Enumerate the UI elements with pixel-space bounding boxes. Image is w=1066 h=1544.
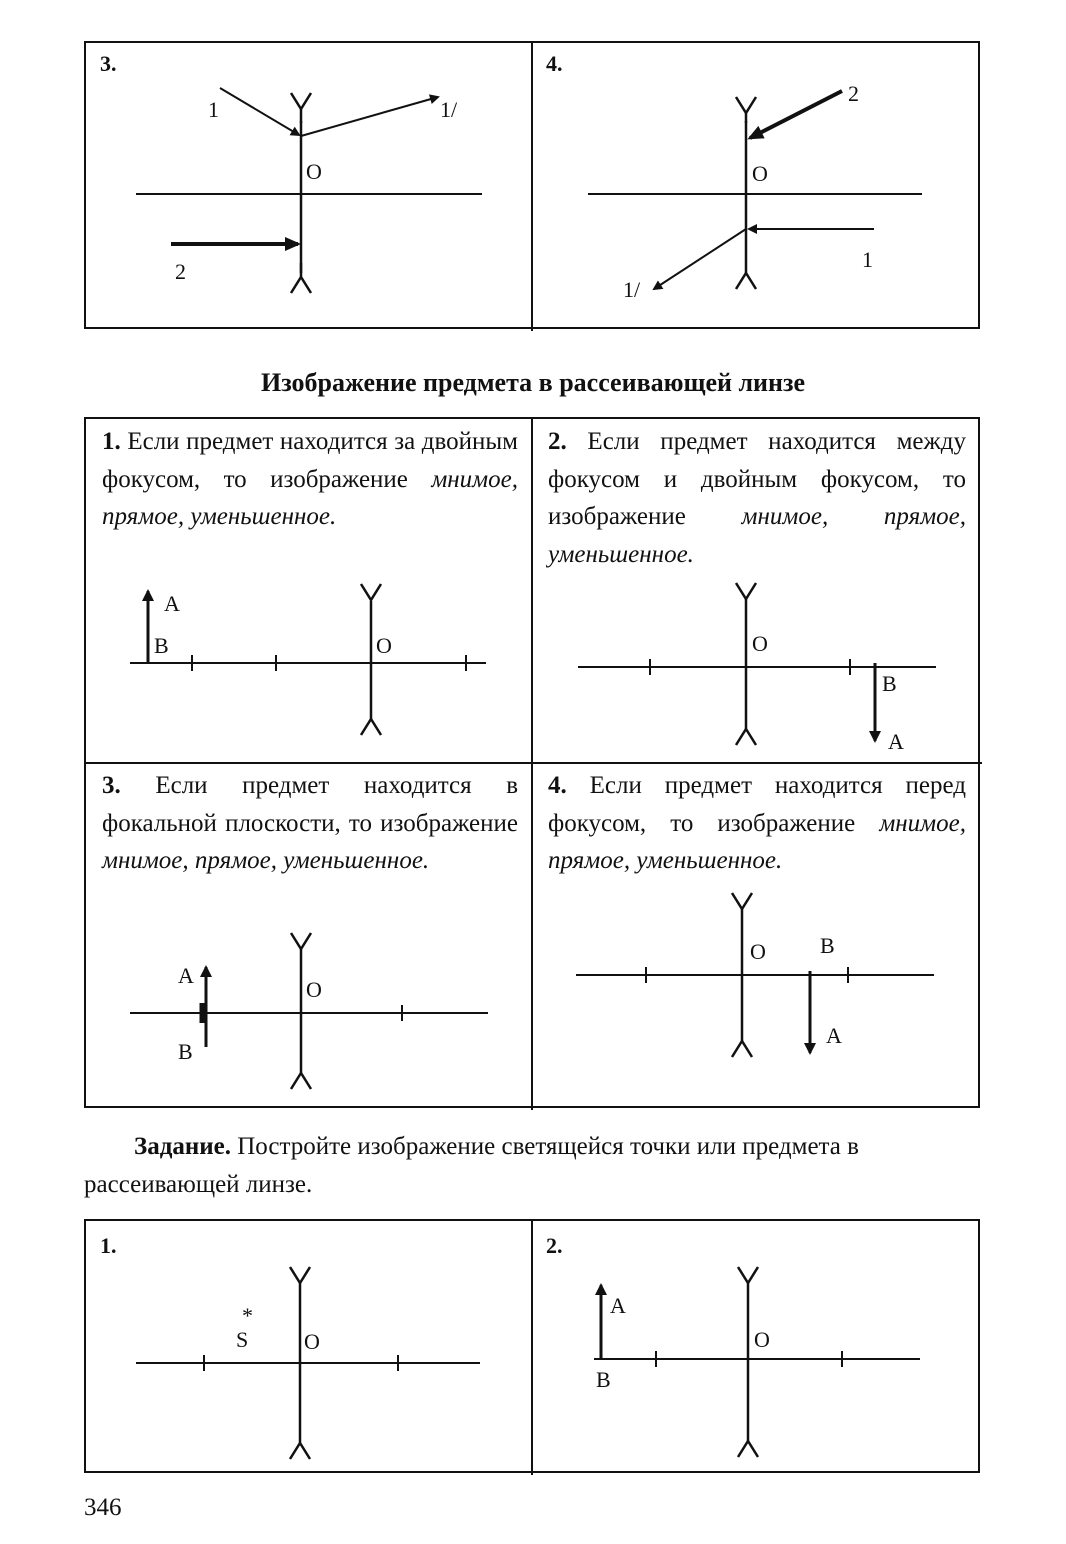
case3-text: 3. Если предмет находится в фокальной пл…	[102, 772, 518, 874]
exercise2-diagram	[594, 1266, 920, 1458]
ray-2-label: 2	[175, 259, 186, 284]
center-label: O	[304, 1329, 320, 1354]
case-number: 3.	[102, 772, 121, 799]
ray-2-label: 2	[848, 81, 859, 106]
point-a-label: A	[610, 1293, 626, 1318]
task-label: Задание.	[134, 1133, 231, 1160]
point-a-label: A	[888, 729, 904, 754]
case1-diagram	[130, 583, 486, 736]
case3-diagram	[130, 932, 488, 1090]
exercise1-diagram	[136, 1266, 480, 1460]
ray-1-label: 1	[862, 247, 873, 272]
lens-bottom-icon	[289, 274, 313, 294]
point-b-label: B	[178, 1039, 193, 1064]
case2-diagram	[578, 582, 936, 746]
exercise-table-drawing	[136, 1221, 920, 1475]
case4-diagram	[576, 892, 934, 1058]
point-b-label: B	[820, 933, 835, 958]
ray-1p-label: 1/	[440, 97, 458, 122]
ray-1p-label: 1/	[623, 277, 641, 302]
task-paragraph: Задание. Постройте изображение светящейс…	[84, 1128, 980, 1204]
ray-1	[219, 87, 301, 137]
exercise1-number: 1.	[100, 1233, 117, 1258]
case2-text: 2. Если предмет находится между фокусом …	[548, 428, 967, 568]
ray-1-refracted	[652, 228, 747, 291]
point-b-label: B	[154, 633, 169, 658]
case-number: 4.	[548, 772, 567, 799]
center-label: O	[752, 631, 768, 656]
exercise2-number: 2.	[546, 1233, 563, 1258]
ray-1-refracted	[300, 94, 440, 137]
point-b-label: B	[596, 1367, 611, 1392]
point-a-label: A	[164, 591, 180, 616]
case1-text: 1. Если предмет находится за двойным фок…	[102, 428, 518, 530]
cell4-diagram	[588, 89, 922, 291]
cases-table: 1. Если предмет находится за двойным фок…	[84, 417, 982, 1110]
case4-text: 4. Если предмет находится перед фокусом,…	[548, 772, 966, 874]
ray-2	[747, 89, 843, 140]
center-label: O	[752, 161, 768, 186]
center-label: O	[306, 159, 322, 184]
task-text: Постройте изображение светящейся точки и…	[84, 1133, 859, 1198]
case-number: 2.	[548, 428, 567, 455]
cell3-number: 3.	[100, 51, 117, 76]
top-table-drawing	[136, 43, 922, 331]
case-number: 1.	[102, 428, 121, 455]
center-label: O	[750, 939, 766, 964]
ray-1-label: 1	[208, 97, 219, 122]
point-a-label: A	[178, 963, 194, 988]
page-number: 346	[84, 1494, 122, 1521]
point-a-label: A	[826, 1023, 842, 1048]
cell4-number: 4.	[546, 51, 563, 76]
point-s-label: S	[236, 1327, 249, 1352]
cell3-diagram	[136, 87, 482, 294]
point-b-label: B	[882, 671, 897, 696]
section-title: Изображение предмета в рассеивающей линз…	[261, 368, 805, 397]
center-label: O	[306, 977, 322, 1002]
cases-table-drawing	[86, 419, 982, 1110]
light-point-icon: *	[242, 1303, 253, 1328]
top-table: 3. 1 1/ O 2 4. 2 O 1 1/	[84, 41, 980, 331]
lens-top-icon	[289, 92, 313, 112]
center-label: O	[376, 633, 392, 658]
center-label: O	[754, 1327, 770, 1352]
exercise-table: 1. * S O 2. A B O	[84, 1219, 980, 1475]
